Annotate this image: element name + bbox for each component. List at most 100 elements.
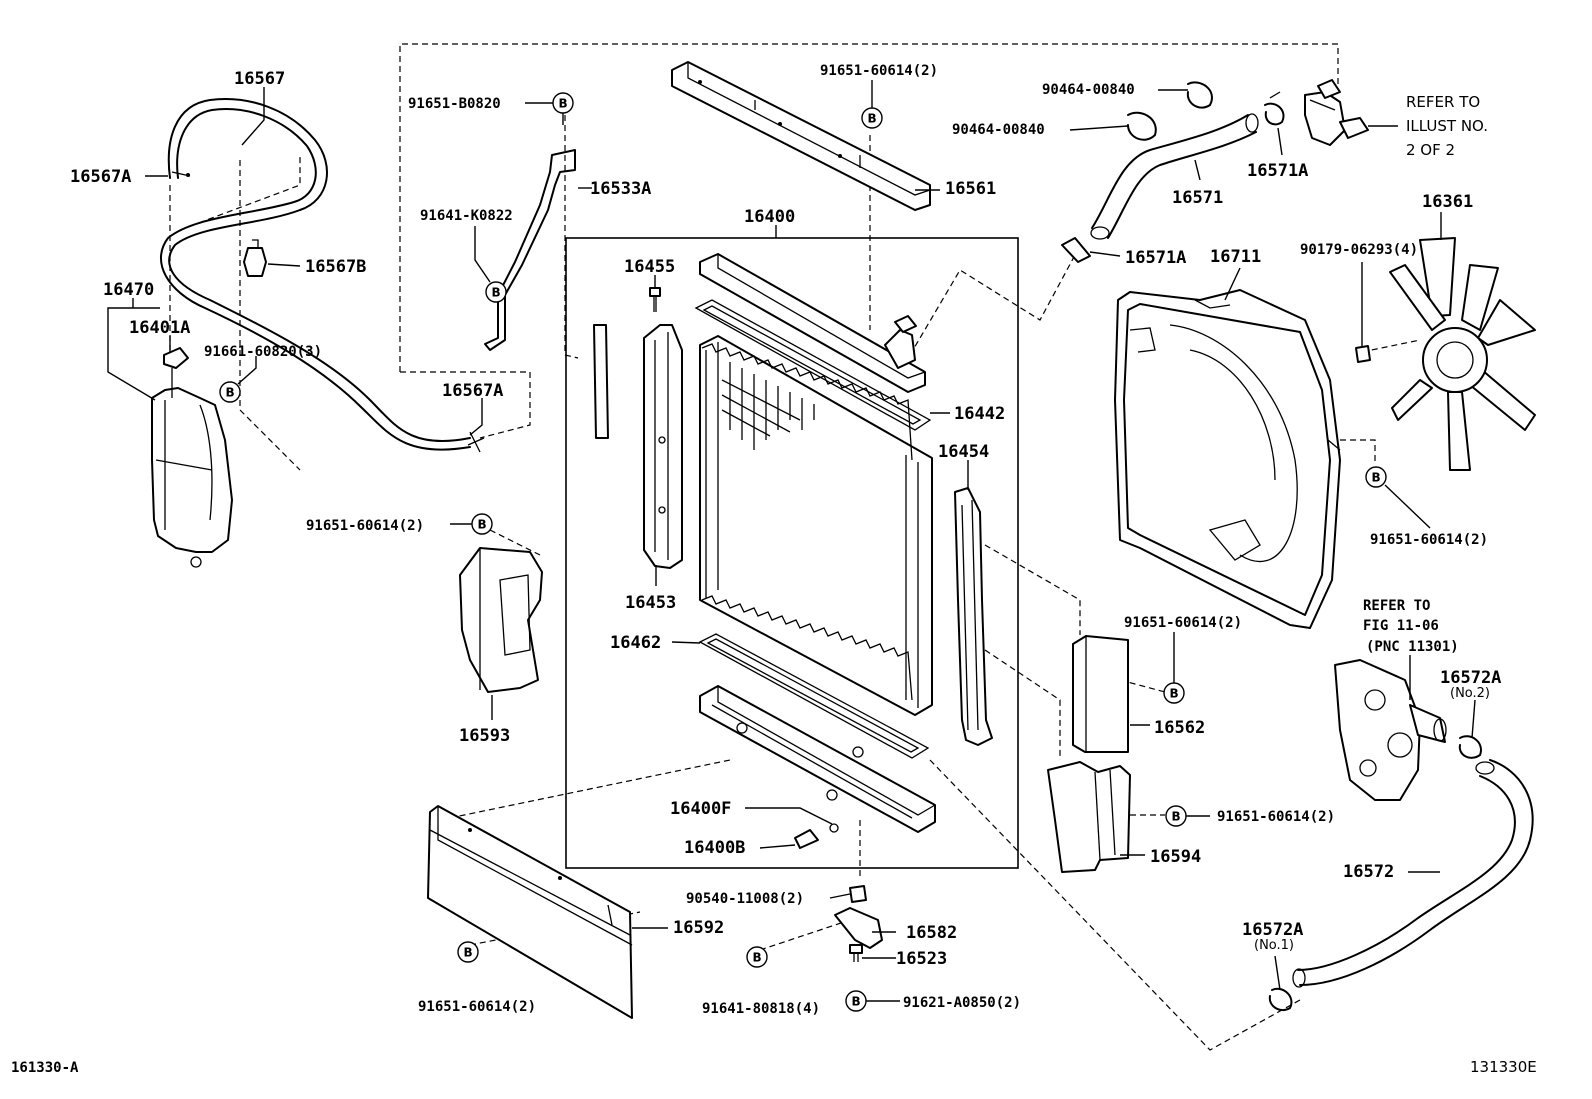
svg-text:B: B (1170, 687, 1179, 701)
bolt-b-symbol: B (845, 990, 867, 1012)
upper-hose-16571 (1061, 81, 1285, 263)
label-90464-00840-a: 90464-00840 (1042, 82, 1135, 98)
radiator-core-16400 (694, 253, 936, 833)
water-pump (1334, 659, 1447, 801)
side-seal-16454 (954, 487, 993, 746)
overflow-hose-16567 (159, 98, 485, 453)
svg-text:B: B (559, 97, 568, 111)
bolt-b-symbol: B (861, 107, 883, 129)
bolt-b-symbol: B (219, 381, 241, 403)
bolt-b-symbol: B (485, 281, 507, 303)
label-16455: 16455 (624, 257, 675, 277)
mount-hardware (794, 823, 883, 962)
bolt-b-symbol: B (1163, 682, 1185, 704)
bolt-b-symbol: B (746, 946, 768, 968)
note-refer-illust-2: ILLUST NO. (1406, 117, 1488, 135)
radiator-assembly-frame (565, 237, 1019, 869)
label-91651-60614-top: 91651-60614(2) (820, 63, 938, 79)
water-outlet (1304, 79, 1398, 146)
label-16594: 16594 (1150, 847, 1201, 867)
label-16361: 16361 (1422, 192, 1473, 212)
label-91651-60614-562: 91651-60614(2) (1124, 615, 1242, 631)
label-16567B: 16567B (305, 257, 366, 277)
note-refer-illust-3: 2 OF 2 (1406, 141, 1455, 159)
lower-hose-16572 (1268, 735, 1534, 1012)
label-91641-80818: 91641-80818(4) (702, 1001, 820, 1017)
fan-shroud-16711 (1114, 289, 1341, 629)
bracket-16533A (484, 149, 576, 351)
svg-text:B: B (852, 995, 861, 1009)
label-16572A-no1: 16572A (1242, 920, 1303, 940)
label-16400F: 16400F (670, 799, 731, 819)
label-91641-K0822: 91641-K0822 (420, 208, 513, 224)
bolt-b-symbol: B (471, 513, 493, 535)
label-16571: 16571 (1172, 188, 1223, 208)
label-91651-60614-left: 91651-60614(2) (306, 518, 424, 534)
bolt-b-symbol: B (552, 92, 574, 114)
cooling-fan-16361 (1355, 237, 1536, 471)
label-16561: 16561 (945, 179, 996, 199)
label-16572A-no2: 16572A (1440, 668, 1501, 688)
label-16711: 16711 (1210, 247, 1261, 267)
label-91651-60614-594: 91651-60614(2) (1217, 809, 1335, 825)
label-16400B: 16400B (684, 838, 745, 858)
shroud-seals (1047, 635, 1131, 873)
diagram-code: 161330-A (11, 1060, 79, 1076)
label-16571A-top: 16571A (1247, 161, 1308, 181)
svg-text:B: B (753, 951, 762, 965)
label-16567: 16567 (234, 69, 285, 89)
note-refer-fig-2: FIG 11-06 (1363, 618, 1439, 634)
label-16567A-top: 16567A (70, 167, 131, 187)
label-16401A: 16401A (129, 318, 190, 338)
label-16454: 16454 (938, 442, 989, 462)
side-seal-16453 (593, 287, 683, 569)
svg-text:B: B (1172, 810, 1181, 824)
label-90464-00840-b: 90464-00840 (952, 122, 1045, 138)
air-guide-16593 (459, 547, 543, 693)
label-16571A-mid: 16571A (1125, 248, 1186, 268)
label-91651-60614-bottom: 91651-60614(2) (418, 999, 536, 1015)
label-91661-60820: 91661-60820(3) (204, 344, 322, 360)
svg-text:B: B (464, 946, 473, 960)
label-16400: 16400 (744, 207, 795, 227)
bolt-b-symbol: B (1365, 466, 1387, 488)
image-code: 131330E (1470, 1058, 1537, 1076)
bolt-symbols: B B B B B B B B B B B (219, 92, 1387, 1012)
label-no1: (No.1) (1254, 938, 1294, 953)
label-91651-B0820: 91651-B0820 (408, 96, 501, 112)
note-refer-fig-1: REFER TO (1363, 598, 1430, 614)
label-16470: 16470 (103, 280, 154, 300)
bolt-b-symbol: B (1165, 805, 1187, 827)
part-labels: 16567 16567A 16567B 16567A 16470 16401A … (70, 63, 1501, 1017)
reference-notes: REFER TO ILLUST NO. 2 OF 2 REFER TO FIG … (1363, 93, 1488, 655)
label-16453: 16453 (625, 593, 676, 613)
note-refer-illust-1: REFER TO (1406, 93, 1480, 111)
label-16572: 16572 (1343, 862, 1394, 882)
label-91651-60614-fan: 91651-60614(2) (1370, 532, 1488, 548)
svg-text:B: B (868, 112, 877, 126)
label-16533A: 16533A (590, 179, 651, 199)
svg-text:B: B (226, 386, 235, 400)
upper-cover-16561 (671, 61, 931, 211)
leader-lines (107, 80, 1476, 1002)
label-16567A-bottom: 16567A (442, 381, 503, 401)
label-16592: 16592 (673, 918, 724, 938)
label-91621-A0850: 91621-A0850(2) (903, 995, 1021, 1011)
label-16442: 16442 (954, 404, 1005, 424)
lower-baffle-16592 (427, 805, 633, 1019)
label-16593: 16593 (459, 726, 510, 746)
svg-text:B: B (1372, 471, 1381, 485)
svg-text:B: B (492, 286, 501, 300)
label-16582: 16582 (906, 923, 957, 943)
label-no2: (No.2) (1450, 686, 1490, 701)
label-16523: 16523 (896, 949, 947, 969)
bolt-b-symbol: B (457, 941, 479, 963)
svg-text:B: B (478, 518, 487, 532)
label-90540-11008: 90540-11008(2) (686, 891, 804, 907)
label-16462: 16462 (610, 633, 661, 653)
label-90179-06293: 90179-06293(4) (1300, 242, 1418, 258)
label-16562: 16562 (1154, 718, 1205, 738)
reservoir-tank-16470 (151, 347, 233, 568)
note-refer-fig-3: (PNC 11301) (1366, 639, 1459, 655)
